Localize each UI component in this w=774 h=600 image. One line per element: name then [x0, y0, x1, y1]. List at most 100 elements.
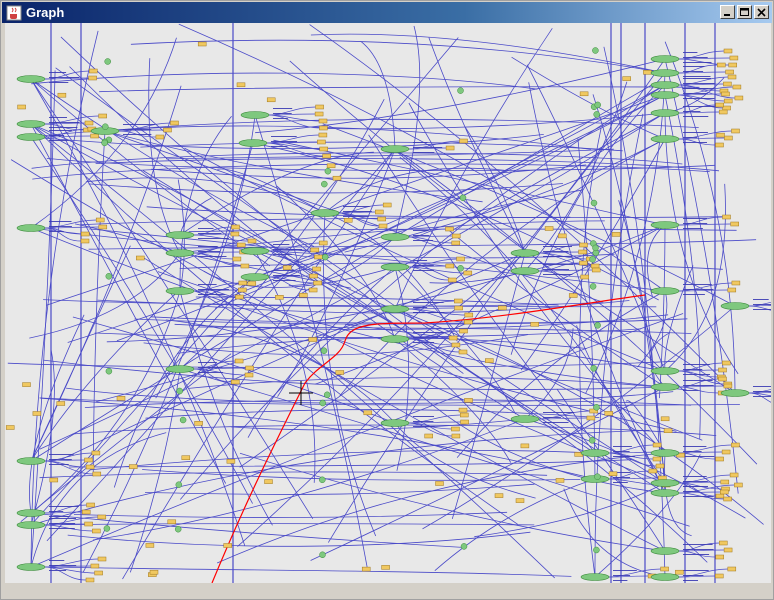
port-node[interactable] [663, 428, 673, 433]
port-node[interactable] [314, 111, 324, 117]
port-node[interactable] [579, 91, 589, 97]
junction-node[interactable] [319, 476, 326, 484]
port-node[interactable] [80, 231, 90, 237]
port-node[interactable] [92, 471, 102, 477]
port-node[interactable] [322, 153, 331, 159]
port-node[interactable] [163, 127, 172, 133]
port-node[interactable] [460, 412, 469, 418]
port-node[interactable] [729, 472, 739, 478]
port-node[interactable] [718, 109, 728, 115]
graph-canvas[interactable] [5, 23, 771, 583]
port-node[interactable] [718, 367, 727, 373]
port-node[interactable] [464, 398, 473, 403]
port-node[interactable] [451, 426, 460, 432]
port-node[interactable] [57, 92, 67, 98]
port-node[interactable] [604, 411, 614, 416]
port-node[interactable] [456, 256, 465, 262]
port-node[interactable] [494, 493, 504, 498]
maximize-button[interactable] [737, 5, 752, 19]
port-node[interactable] [318, 240, 328, 246]
junction-node[interactable] [323, 391, 331, 399]
port-node[interactable] [660, 566, 669, 572]
port-node[interactable] [464, 319, 473, 325]
highlighted-edge[interactable] [211, 294, 646, 583]
port-node[interactable] [727, 566, 737, 572]
junction-node[interactable] [594, 322, 601, 329]
port-node[interactable] [238, 280, 248, 286]
port-node[interactable] [568, 293, 578, 298]
port-node[interactable] [136, 255, 145, 261]
junction-node[interactable] [321, 180, 328, 188]
port-node[interactable] [167, 519, 177, 525]
junction-node[interactable] [590, 365, 597, 372]
port-node[interactable] [299, 292, 308, 298]
port-node[interactable] [332, 175, 342, 181]
port-node[interactable] [145, 543, 155, 548]
minimize-button[interactable] [720, 5, 735, 19]
port-node[interactable] [238, 287, 247, 293]
port-node[interactable] [732, 84, 742, 90]
port-node[interactable] [92, 528, 101, 534]
hub-node[interactable] [165, 365, 195, 373]
hub-node[interactable] [380, 305, 410, 313]
junction-node[interactable] [104, 58, 111, 65]
junction-node[interactable] [324, 167, 332, 175]
hub-node[interactable] [165, 249, 195, 257]
port-node[interactable] [94, 570, 103, 576]
port-node[interactable] [80, 238, 90, 244]
junction-node[interactable] [593, 111, 600, 118]
port-node[interactable] [716, 132, 725, 138]
port-node[interactable] [729, 55, 739, 61]
junction-node[interactable] [593, 404, 600, 411]
port-node[interactable] [590, 263, 600, 269]
port-node[interactable] [170, 120, 179, 126]
port-node[interactable] [231, 224, 240, 230]
hub-node[interactable] [650, 367, 680, 375]
port-node[interactable] [731, 442, 740, 448]
junction-node[interactable] [105, 367, 113, 375]
hub-node[interactable] [165, 231, 195, 239]
port-node[interactable] [234, 358, 244, 364]
port-node[interactable] [448, 335, 458, 341]
hub-node[interactable] [650, 383, 680, 391]
port-node[interactable] [264, 479, 273, 484]
hub-node[interactable] [580, 573, 610, 581]
port-node[interactable] [622, 76, 631, 81]
port-node[interactable] [32, 411, 42, 416]
port-node[interactable] [515, 498, 525, 503]
port-node[interactable] [84, 457, 93, 463]
port-node[interactable] [308, 337, 317, 342]
port-node[interactable] [266, 97, 276, 103]
port-node[interactable] [454, 298, 463, 304]
port-node[interactable] [715, 573, 724, 579]
port-node[interactable] [731, 280, 741, 286]
port-node[interactable] [723, 48, 733, 54]
port-node[interactable] [715, 493, 725, 499]
port-node[interactable] [721, 449, 731, 455]
port-node[interactable] [232, 256, 242, 262]
port-node[interactable] [485, 358, 494, 363]
junction-node[interactable] [592, 244, 599, 252]
port-node[interactable] [236, 82, 246, 88]
port-node[interactable] [231, 379, 240, 385]
hub-node[interactable] [240, 111, 270, 119]
port-node[interactable] [375, 209, 384, 215]
port-node[interactable] [591, 267, 601, 273]
hub-node[interactable] [165, 287, 195, 295]
junction-node[interactable] [320, 347, 328, 354]
port-node[interactable] [319, 146, 328, 152]
port-node[interactable] [648, 468, 658, 474]
junction-node[interactable] [174, 525, 182, 533]
hub-node[interactable] [310, 209, 340, 217]
junction-node[interactable] [594, 473, 601, 480]
port-node[interactable] [319, 125, 328, 131]
port-node[interactable] [589, 408, 598, 414]
port-node[interactable] [378, 223, 388, 229]
port-node[interactable] [728, 62, 737, 68]
junction-node[interactable] [460, 543, 468, 550]
port-node[interactable] [458, 407, 468, 413]
port-node[interactable] [97, 514, 107, 520]
port-node[interactable] [245, 365, 254, 371]
hub-node[interactable] [240, 273, 270, 281]
port-node[interactable] [655, 463, 665, 469]
